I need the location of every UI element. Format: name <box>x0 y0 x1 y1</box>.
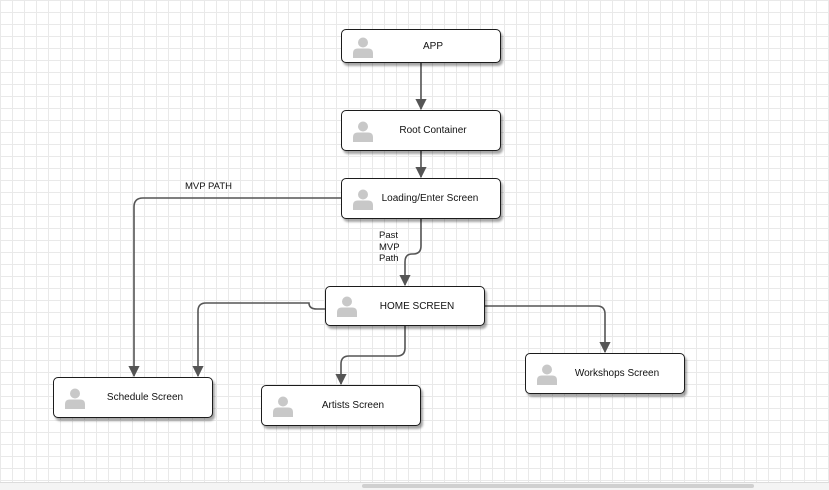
user-placeholder-icon <box>537 364 557 385</box>
edge-loading-to-schedule <box>128 197 342 378</box>
node-label: HOME SCREEN <box>379 300 455 312</box>
node-label: Workshops Screen <box>574 368 660 379</box>
edge-label-line: MVP <box>379 241 400 253</box>
user-placeholder-icon <box>337 296 357 317</box>
node-workshops-screen[interactable]: Workshops Screen <box>525 353 685 394</box>
node-label: Schedule Screen <box>106 392 184 403</box>
node-label: Artists Screen <box>321 400 385 411</box>
node-label: Root Container <box>399 125 467 136</box>
node-label: Loading/Enter Screen <box>381 193 479 204</box>
node-schedule-screen[interactable]: Schedule Screen <box>53 377 213 418</box>
edge-label-mvp-path: MVP PATH <box>185 181 232 192</box>
node-root-container[interactable]: Root Container <box>341 110 501 151</box>
edge-label-past-mvp-path: Past MVP Path <box>379 230 400 265</box>
node-app[interactable]: APP <box>341 29 501 63</box>
node-label: APP <box>422 40 443 52</box>
user-placeholder-icon <box>353 121 373 142</box>
user-placeholder-icon <box>65 388 85 409</box>
edge-label-line: Past <box>379 230 399 241</box>
edge-home-to-schedule <box>192 302 325 378</box>
horizontal-scrollbar-thumb[interactable] <box>362 484 754 488</box>
edge-loading-to-home <box>399 219 422 287</box>
edge-label-line: Path <box>379 253 399 264</box>
edge-home-to-workshops <box>485 305 611 354</box>
edge-home-to-artists <box>335 326 406 386</box>
user-placeholder-icon <box>273 396 293 417</box>
user-placeholder-icon <box>353 189 373 210</box>
node-home-screen[interactable]: HOME SCREEN <box>325 286 485 326</box>
node-loading-enter-screen[interactable]: Loading/Enter Screen <box>341 178 501 219</box>
node-artists-screen[interactable]: Artists Screen <box>261 385 421 426</box>
user-placeholder-icon <box>353 37 373 58</box>
